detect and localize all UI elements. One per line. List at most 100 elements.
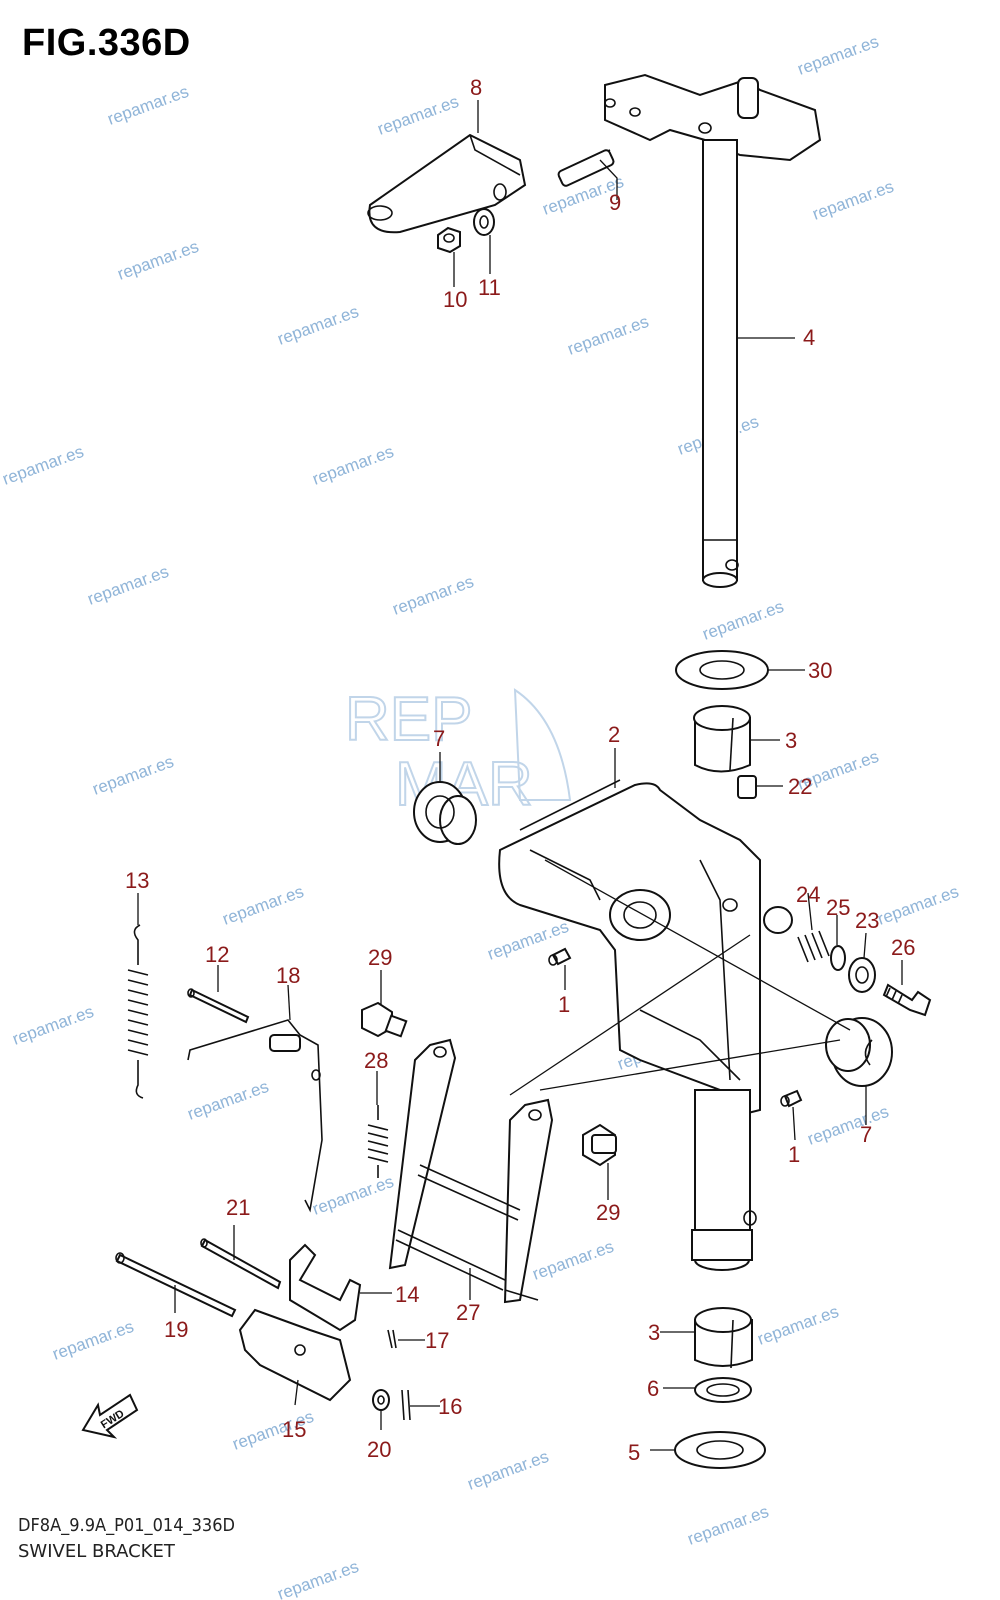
watermark-text: repamar.es: [90, 752, 176, 799]
callout-11: 11: [478, 275, 501, 300]
part-18-lever-rod: [187, 1019, 323, 1213]
part-19-long-pin: [115, 1252, 237, 1318]
callout-1-right: 1: [788, 1142, 800, 1167]
part-25-washer: [830, 945, 846, 971]
part-4-steering-shaft: [604, 73, 822, 588]
watermark-text: repamar.es: [795, 32, 881, 79]
watermark-text: repamar.es: [465, 1447, 551, 1494]
part-20-washer: [372, 1389, 390, 1411]
watermark-layer: REP MAR repamar.es repamar.es repamar.es…: [0, 32, 961, 1600]
part-23-bushing: [848, 957, 876, 993]
watermark-text: repamar.es: [755, 1302, 841, 1349]
part-13-spring: [127, 924, 149, 1099]
watermark-text: repamar.es: [565, 312, 651, 359]
part-16-cotter-pin: [401, 1389, 411, 1421]
watermark-text: repamar.es: [810, 177, 896, 224]
callout-21: 21: [226, 1195, 250, 1220]
watermark-text: repamar.es: [275, 1557, 361, 1600]
callout-24: 24: [796, 882, 820, 907]
watermark-text: repamar.es: [375, 92, 461, 139]
callout-5: 5: [628, 1440, 640, 1465]
watermark-text: repamar.es: [310, 442, 396, 489]
part-11-washer: [473, 208, 495, 236]
part-5-washer: [674, 1431, 766, 1469]
watermark-sail-icon: [513, 688, 572, 801]
part-26-bolt: [882, 983, 932, 1017]
callout-23: 23: [855, 908, 879, 933]
part-12-pin: [187, 988, 250, 1024]
callout-9: 9: [609, 190, 621, 215]
part-14-bracket: [289, 1243, 362, 1332]
watermark-text: repamar.es: [105, 82, 191, 129]
figure-title: FIG.336D: [22, 22, 191, 64]
callout-27: 27: [456, 1300, 480, 1325]
part-17-cotter-pin: [387, 1329, 397, 1349]
callout-29-upper: 29: [368, 945, 392, 970]
part-10-nut: [437, 226, 461, 254]
callout-12: 12: [205, 942, 229, 967]
part-27-tilt-lever: [388, 1038, 554, 1304]
part-29-upper-bolt: [361, 1001, 408, 1038]
watermark-text: repamar.es: [310, 1172, 396, 1219]
watermark-logo: REP MAR: [344, 684, 572, 820]
callout-22: 22: [788, 774, 812, 799]
callout-3-lower: 3: [648, 1320, 660, 1345]
watermark-text: repamar.es: [685, 1502, 771, 1549]
callout-19: 19: [164, 1317, 188, 1342]
callout-30: 30: [808, 658, 832, 683]
watermark-text: repamar.es: [50, 1317, 136, 1364]
part-8-bracket-plate: [367, 133, 527, 234]
part-3-lower-bushing: [694, 1307, 753, 1369]
callout-20: 20: [367, 1437, 391, 1462]
part-7-right-bushing: [825, 1017, 893, 1087]
watermark-text: repamar.es: [85, 562, 171, 609]
part-24-spring: [797, 930, 830, 963]
callout-3-upper: 3: [785, 728, 797, 753]
watermark-text: repamar.es: [390, 572, 476, 619]
callout-13: 13: [125, 868, 149, 893]
watermark-text: repamar.es: [700, 597, 786, 644]
part-28-spring: [367, 1105, 389, 1178]
watermark-text: repamar.es: [220, 882, 306, 929]
callout-29-lower: 29: [596, 1200, 620, 1225]
callout-28: 28: [364, 1048, 388, 1073]
part-9-spring: [557, 149, 615, 187]
watermark-logo-top: REP: [345, 685, 472, 754]
watermark-text: repamar.es: [805, 1102, 891, 1149]
callout-2: 2: [608, 722, 620, 747]
part-7-left-bushing: [413, 781, 477, 845]
figure-name: SWIVEL BRACKET: [18, 1541, 175, 1562]
part-30-washer: [675, 650, 769, 690]
part-6-ring: [694, 1377, 752, 1403]
callout-1-left: 1: [558, 992, 570, 1017]
watermark-text: repamar.es: [875, 882, 961, 929]
callout-4: 4: [803, 325, 815, 350]
watermark-text: repamar.es: [275, 302, 361, 349]
watermark-text: repamar.es: [185, 1077, 271, 1124]
leader-lines: [137, 100, 903, 1451]
part-3-upper-bushing: [693, 705, 751, 773]
watermark-text: repamar.es: [530, 1237, 616, 1284]
part-1-grease-nipple: [548, 947, 572, 966]
watermark-text: repamar.es: [0, 442, 86, 489]
part-1-grease-nipple: [780, 1089, 803, 1108]
callout-25: 25: [826, 895, 850, 920]
part-22-block: [737, 775, 757, 799]
callout-6: 6: [647, 1376, 659, 1401]
callout-15: 15: [282, 1417, 306, 1442]
callout-14: 14: [395, 1282, 419, 1307]
figure-code: DF8A_9.9A_P01_014_336D: [18, 1515, 236, 1536]
fwd-arrow-icon: FWD: [81, 1393, 139, 1439]
swivel-lower-tube: [691, 1089, 757, 1271]
watermark-text: repamar.es: [115, 237, 201, 284]
part-15-bracket: [238, 1308, 352, 1402]
part-21-pin: [200, 1238, 282, 1290]
callout-16: 16: [438, 1394, 462, 1419]
callout-17: 17: [425, 1328, 449, 1353]
callout-10: 10: [443, 287, 467, 312]
callout-labels: 8 9 10 11 4 30 3 22 2 7 24 25 23 26 1 1 …: [125, 75, 915, 1465]
callout-8: 8: [470, 75, 482, 100]
callout-7-right: 7: [860, 1122, 872, 1147]
watermark-text: repamar.es: [10, 1002, 96, 1049]
